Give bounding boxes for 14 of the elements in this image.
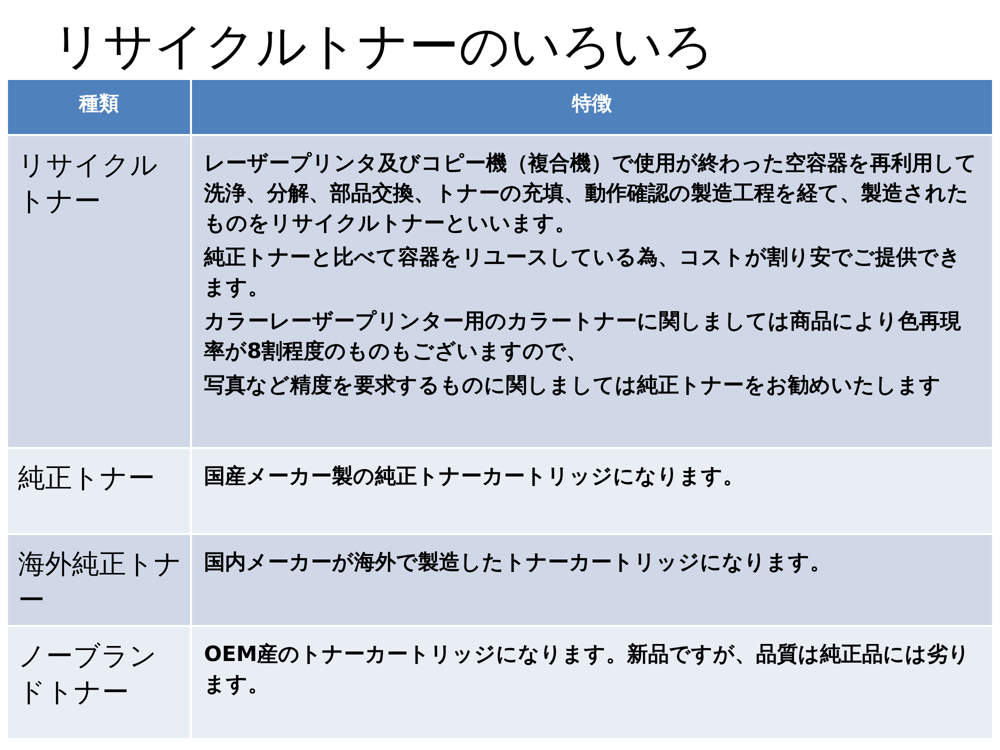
table-cell: 純正トナー [8, 449, 190, 533]
header-cell: 種類 [8, 80, 190, 134]
paragraph-text: 写真など精度を要求するものに関しましては純正トナーをお勧めいたします [204, 372, 942, 399]
table-cell: ノーブランドトナー [8, 627, 190, 738]
header-cell: 特徴 [192, 80, 992, 134]
table-cell: リサイクルトナー [8, 136, 190, 447]
title: リサイクルトナーのいろいろ [52, 16, 714, 77]
paragraph-text: カラーレーザープリンター用のカラートナーに関しましては商品により色再現率が8割程度のものもございますので、 [204, 308, 962, 365]
paragraph-text: 純正トナーと比べて容器をリユースしている為、コストが割り安でご提供できます。 [204, 244, 962, 301]
table-cell: OEM産のトナーカートリッジになります。新品ですが、品質は純正品には劣ります。 [192, 627, 992, 738]
table-cell: 国内メーカーが海外で製造したトナーカートリッジになります。 [192, 535, 992, 625]
paragraph-text: レーザープリンタ及びコピー機（複合機）で使用が終わった空容器を再利用して洗浄、分解、部品交換、トナーの充填、動作確認の製造工程を経て、製造されたものをリサイクルトナーといいます。 [204, 150, 978, 237]
table-cell: 海外純正トナー [8, 535, 190, 625]
table-cell: 国産メーカー製の純正トナーカートリッジになります。 [192, 449, 992, 533]
